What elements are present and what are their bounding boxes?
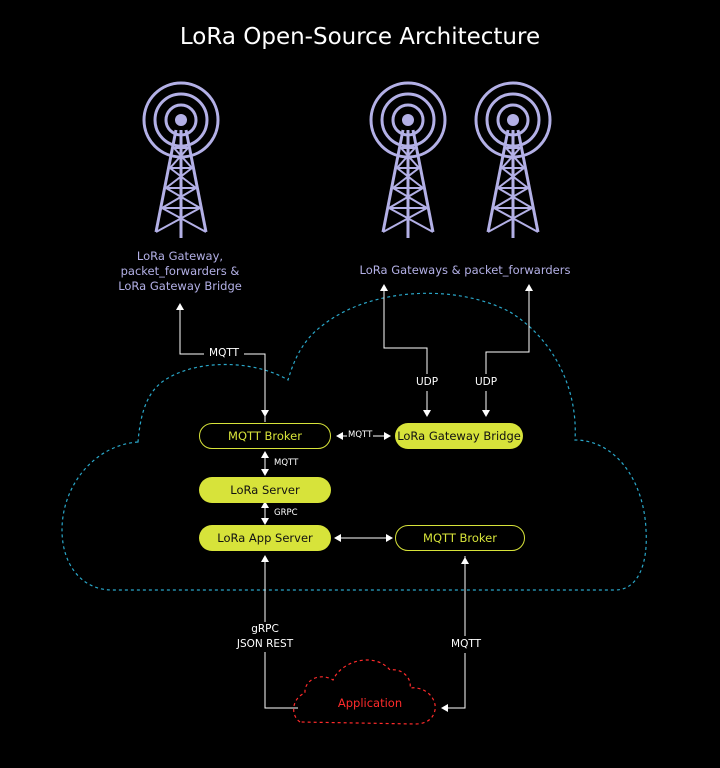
radio-tower-icon (369, 81, 447, 240)
mqtt-application-label: MQTT (447, 636, 485, 653)
app-api-label-line: JSON REST (236, 638, 294, 650)
cloud-icon (61, 292, 647, 591)
application-node[interactable]: Application (337, 696, 403, 710)
right-gateways-label: LoRa Gateways & packet_forwarders (359, 263, 571, 277)
mqtt-broker-server-label: MQTT (273, 458, 300, 468)
left-gateway-label: LoRa Gateway, packet_forwarders & LoRa G… (105, 249, 255, 294)
udp-right-label: UDP (470, 374, 502, 391)
application-cloud-icon (293, 659, 436, 725)
radio-tower-icon (142, 81, 220, 240)
app-api-label: gRPC JSON REST (226, 622, 304, 652)
mqtt-broker-bottom-node[interactable]: MQTT Broker (395, 525, 525, 551)
lora-app-server-node[interactable]: LoRa App Server (199, 525, 331, 551)
left-gateway-label-line: packet_forwarders & (120, 264, 240, 278)
lora-server-node[interactable]: LoRa Server (199, 477, 331, 503)
app-api-label-line: gRPC (251, 623, 279, 635)
lora-gateway-bridge-node[interactable]: LoRa Gateway Bridge (395, 423, 523, 449)
radio-tower-icon (474, 81, 552, 240)
diagram-title: LoRa Open-Source Architecture (179, 24, 541, 50)
mqtt-gateway-label: MQTT (204, 347, 244, 359)
mqtt-broker-node[interactable]: MQTT Broker (199, 423, 331, 449)
mqtt-broker-bridge-label: MQTT (347, 430, 374, 440)
left-gateway-label-line: LoRa Gateway, (136, 249, 224, 263)
udp-left-label: UDP (411, 374, 443, 391)
left-gateway-label-line: LoRa Gateway Bridge (118, 279, 242, 293)
grpc-server-app-label: GRPC (273, 508, 299, 518)
